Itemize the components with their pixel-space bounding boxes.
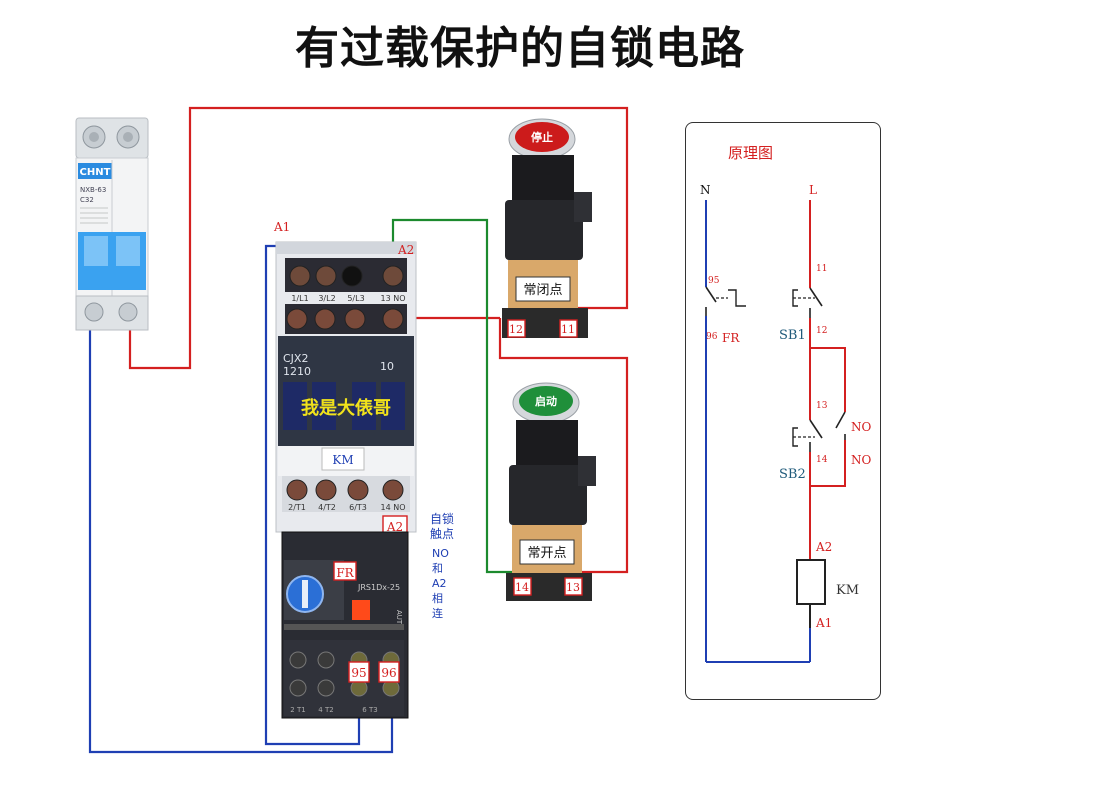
start-terminal-13: 13	[566, 581, 580, 594]
relay-95: 95	[351, 666, 366, 680]
breaker-model: NXB-63	[80, 186, 106, 194]
terminal-14no: 14 NO	[380, 503, 405, 512]
sch-a2: A2	[815, 540, 832, 554]
contactor-label: KM	[332, 453, 353, 467]
self-lock-note: 自锁 触点 NO 和 A2 相 连	[430, 511, 454, 620]
start-terminal-14: 14	[515, 581, 529, 594]
label-a2-bottom: A2	[386, 520, 403, 534]
stop-terminal-12: 12	[509, 323, 523, 336]
start-caption: 常开点	[527, 546, 566, 561]
sch-fr: FR	[722, 331, 740, 345]
stop-terminal-11: 11	[561, 323, 575, 336]
svg-text:6 T3: 6 T3	[362, 706, 377, 714]
sch-sb1: SB1	[779, 328, 806, 343]
svg-text:A2: A2	[432, 577, 447, 590]
start-button: 启动 常开点 14 13	[506, 382, 596, 601]
stop-button: 停止 常闭点 12 11	[502, 118, 592, 338]
start-cap-label: 启动	[535, 394, 557, 408]
watermark-text: 我是大俵哥	[301, 397, 391, 419]
sch-sb2-13: 13	[816, 401, 828, 411]
relay-label: FR	[336, 566, 354, 580]
sch-n: N	[700, 183, 711, 197]
wire-blue-n-to-96	[88, 312, 394, 754]
circuit-breaker: CHNT NXB-63 C32	[75, 117, 149, 331]
relay-96: 96	[381, 666, 396, 680]
stop-caption: 常闭点	[523, 283, 562, 298]
terminal-t3: 6/T3	[349, 503, 367, 512]
thermal-relay-fr: FR JRS1Dx-25 AUTO 2 T1 4 T2 6 T3 95 96	[281, 531, 409, 719]
sch-fr-95: 95	[708, 276, 720, 286]
svg-text:和: 和	[432, 562, 443, 575]
terminal-l3: 5/L3	[347, 294, 364, 303]
sch-sb2-14: 14	[816, 455, 828, 465]
sch-fr-96: 96	[706, 332, 718, 342]
contactor-aux: 10	[380, 360, 394, 373]
sch-no-1: NO	[851, 420, 872, 434]
terminal-l2: 3/L2	[318, 294, 335, 303]
label-a1: A1	[273, 220, 290, 234]
terminal-t2: 4/T2	[318, 503, 336, 512]
contactor-model-2: 1210	[283, 365, 311, 378]
wire-red-l-to-stop	[128, 106, 629, 370]
wire-green-a2-to-start14	[391, 218, 518, 574]
contactor-km: 1/L1 3/L2 5/L3 13 NO CJX2 1210 10 我是大俵哥 …	[273, 220, 417, 536]
svg-text:相: 相	[432, 592, 443, 605]
label-a2-top: A2	[397, 243, 414, 257]
breaker-brand: CHNT	[80, 167, 111, 178]
sch-sb1-11: 11	[816, 264, 827, 274]
svg-text:自锁: 自锁	[430, 511, 454, 526]
sch-km: KM	[836, 583, 859, 598]
sch-a1: A1	[815, 616, 832, 630]
schematic-title: 原理图	[728, 144, 773, 162]
sch-sb1-12: 12	[816, 326, 827, 336]
page-title: 有过载保护的自锁电路	[295, 23, 745, 74]
relay-auto: AUTO	[395, 610, 403, 630]
sch-l: L	[809, 183, 817, 197]
svg-text:4 T2: 4 T2	[318, 706, 333, 714]
schematic-panel	[685, 122, 881, 700]
terminal-t1: 2/T1	[288, 503, 306, 512]
wire-red-stop-to-start13	[498, 318, 629, 574]
breaker-rating: C32	[80, 196, 94, 204]
contactor-model-1: CJX2	[283, 352, 308, 365]
svg-text:连: 连	[432, 607, 443, 620]
terminal-l1: 1/L1	[291, 294, 308, 303]
sch-sb2: SB2	[779, 467, 806, 482]
sch-no-2: NO	[851, 453, 872, 467]
terminal-13no: 13 NO	[380, 294, 405, 303]
svg-text:触点: 触点	[430, 527, 454, 541]
svg-text:NO: NO	[432, 547, 449, 560]
svg-text:2 T1: 2 T1	[290, 706, 305, 714]
stop-cap-label: 停止	[531, 130, 553, 144]
relay-model: JRS1Dx-25	[357, 583, 400, 592]
